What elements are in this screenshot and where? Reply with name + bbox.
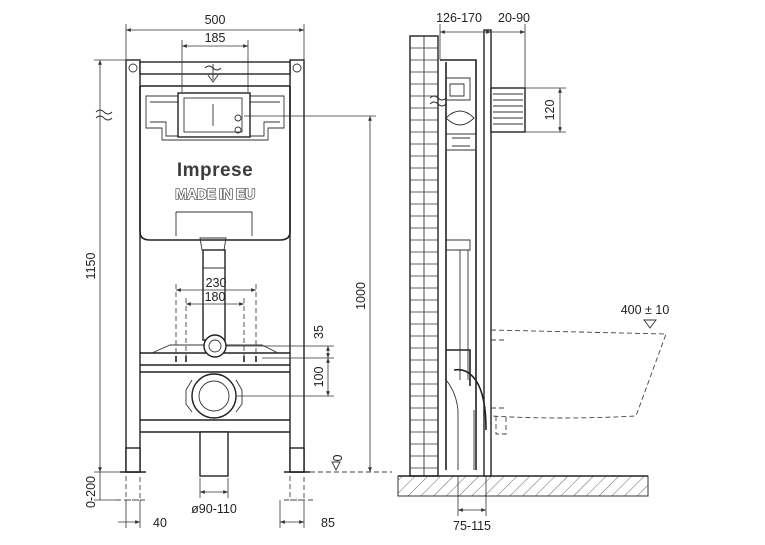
dim-floor-zero: 0	[331, 454, 345, 461]
dim-wall-126-170: 126-170	[436, 11, 482, 25]
flush-outlet	[203, 334, 227, 358]
dim-width-230: 230	[206, 276, 227, 290]
dim-height-100: 100	[312, 367, 326, 388]
brand-name: Imprese	[177, 160, 253, 181]
side-dimensions: 126-170 20-90 120 400 ± 10 75-115	[436, 11, 669, 533]
left-post	[125, 59, 141, 473]
dim-bowl-height: 400 ± 10	[621, 303, 670, 317]
dim-foot-85: 85	[321, 516, 335, 530]
dim-height-120: 120	[543, 100, 557, 121]
dim-height-35: 35	[312, 325, 326, 339]
side-view	[397, 29, 667, 497]
front-dimensions: 500 185 1150 0-200 40 85 ø90-110	[84, 13, 392, 530]
dim-height-1150: 1150	[84, 253, 98, 280]
dim-width-180: 180	[205, 290, 226, 304]
mounting-plate	[483, 29, 492, 477]
front-view: Imprese MADE IN EU	[116, 59, 314, 501]
flush-button-frame	[490, 87, 526, 133]
right-post	[289, 59, 305, 473]
dim-height-1000: 1000	[354, 282, 368, 310]
dim-depth-75-115: 75-115	[453, 519, 491, 533]
dim-pipe-diameter: ø90-110	[191, 502, 237, 516]
dim-wall-20-90: 20-90	[498, 11, 530, 25]
dim-width-185: 185	[205, 31, 226, 45]
floor-section	[397, 475, 649, 497]
dim-foot-40: 40	[153, 516, 167, 530]
dim-adjust-0-200: 0-200	[84, 476, 98, 508]
made-in-label: MADE IN EU	[175, 187, 255, 203]
dim-width-500: 500	[205, 13, 226, 27]
